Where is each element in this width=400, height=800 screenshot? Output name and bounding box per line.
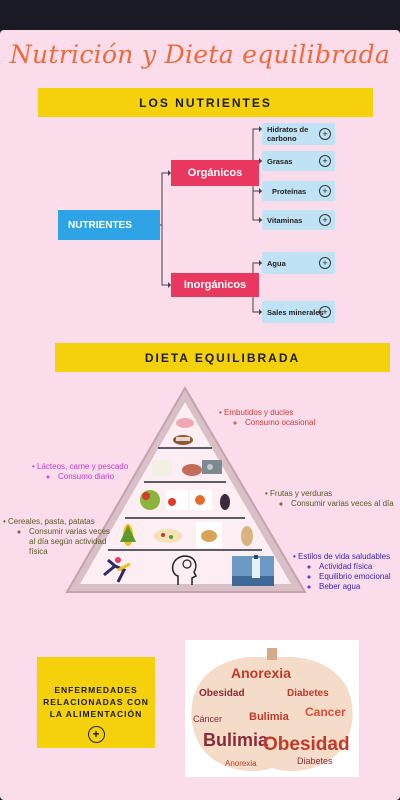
- lifestyle-icons: [103, 555, 274, 586]
- cloud-word-9: Diabetes: [297, 756, 333, 766]
- cloud-word-5: Bulimia: [203, 730, 269, 750]
- cloud-word-10: Anorexia: [225, 759, 257, 768]
- leaf-water[interactable]: Agua +: [262, 252, 335, 274]
- note-lifestyle-sub-2: Equilibrio emocional: [319, 572, 398, 582]
- infographic-canvas: Nutrición y Dieta equilibrada LOS NUTRIE…: [0, 30, 400, 800]
- cloud-word-8: Bulimia: [249, 711, 290, 723]
- diseases-box[interactable]: ENFERMEDADES RELACIONADAS CON LA ALIMENT…: [37, 657, 155, 748]
- note-lifestyle-sub-1: Actividad física: [319, 562, 398, 572]
- nutrients-header: LOS NUTRIENTES: [38, 88, 373, 117]
- leaf-minerals[interactable]: Sales minerales +: [262, 301, 335, 323]
- diseases-line-1: ENFERMEDADES: [54, 685, 138, 695]
- note-dairy-sub: Consumo diario: [58, 472, 152, 482]
- cloud-word-6: Obesidad: [263, 734, 350, 755]
- cloud-word-1: Anorexia: [231, 665, 291, 681]
- note-cereals-head: Cereales, pasta, patatas: [3, 517, 111, 527]
- leaf-minerals-label: Sales minerales: [267, 307, 324, 317]
- expand-carbohydrates-icon[interactable]: +: [319, 128, 331, 140]
- leaf-fats-label: Grasas: [267, 156, 293, 166]
- running-icon: [103, 557, 131, 583]
- note-cereals: Cereales, pasta, patatas Consumir varias…: [3, 517, 111, 557]
- cloud-word-7: Cáncer: [193, 714, 222, 724]
- diseases-line-3: LA ALIMENTACIÓN: [49, 709, 143, 719]
- note-top-sub: Consumo ocasional: [245, 418, 339, 428]
- food-pyramid: [65, 386, 307, 593]
- organic-node[interactable]: Orgánicos: [171, 160, 259, 186]
- nutrients-root-label: NUTRIENTES: [68, 219, 132, 231]
- leaf-proteins[interactable]: Proteínas +: [262, 181, 335, 201]
- note-dairy-head: Lácteos, carne y pescado: [32, 462, 152, 472]
- mind-icon: [171, 555, 198, 585]
- note-lifestyle: Estilos de vida saludables Actividad fís…: [293, 552, 398, 592]
- fruits-vegetables-icon: [140, 490, 230, 510]
- leaf-water-label: Agua: [267, 258, 286, 268]
- diet-header: DIETA EQUILIBRADA: [55, 343, 390, 372]
- note-top-head: Embutidos y ducles: [219, 408, 339, 418]
- cloud-word-3: Diabetes: [287, 688, 329, 699]
- note-lifestyle-head: Estilos de vida saludables: [293, 552, 398, 562]
- organic-label: Orgánicos: [187, 167, 243, 179]
- leaf-vitamins-label: Vitaminas: [267, 215, 303, 225]
- leaf-fats[interactable]: Grasas +: [262, 151, 335, 171]
- leaf-proteins-label: Proteínas: [272, 186, 307, 196]
- expand-fats-icon[interactable]: +: [319, 155, 331, 167]
- sausage-icon: [173, 418, 194, 445]
- note-cereals-sub: Consumir varias veces al día según activ…: [29, 527, 111, 557]
- nutrients-root[interactable]: NUTRIENTES: [58, 210, 160, 240]
- page-title: Nutrición y Dieta equilibrada: [9, 40, 391, 69]
- cereals-pasta-potato-icon: [120, 522, 253, 548]
- note-top: Embutidos y ducles Consumo ocasional: [219, 408, 339, 428]
- inorganic-label: Inorgánicos: [183, 279, 247, 291]
- expand-vitamins-icon[interactable]: +: [319, 214, 331, 226]
- note-fruits-sub: Consumir varias veces al día: [291, 499, 395, 509]
- cloud-word-4: Cancer: [305, 705, 346, 719]
- leaf-carbohydrates-label: Hidratos de carbono: [267, 125, 309, 143]
- expand-proteins-icon[interactable]: +: [319, 185, 331, 197]
- note-lifestyle-sub-3: Beber agua: [319, 582, 398, 592]
- pumpkin-shape: [191, 656, 353, 772]
- note-fruits: Frutas y verduras Consumir varias veces …: [265, 489, 395, 509]
- leaf-vitamins[interactable]: Vitaminas +: [262, 210, 335, 230]
- pumpkin-stem: [267, 648, 277, 660]
- disease-word-cloud: Anorexia Obesidad Diabetes Cancer Bulimi…: [185, 640, 359, 777]
- note-dairy: Lácteos, carne y pescado Consumo diario: [32, 462, 152, 482]
- dairy-meat-fish-icon: [152, 460, 222, 476]
- diseases-line-2: RELACIONADAS CON: [43, 697, 149, 707]
- expand-diseases-icon[interactable]: +: [87, 726, 105, 743]
- pumpkin-word-cloud-svg: Anorexia Obesidad Diabetes Cancer Bulimi…: [191, 648, 353, 772]
- note-fruits-head: Frutas y verduras: [265, 489, 395, 499]
- water-bottle-icon: [232, 555, 274, 586]
- cloud-word-2: Obesidad: [199, 688, 245, 699]
- expand-water-icon[interactable]: +: [319, 257, 331, 269]
- inorganic-node[interactable]: Inorgánicos: [171, 273, 259, 297]
- expand-minerals-icon[interactable]: +: [319, 306, 331, 318]
- leaf-carbohydrates[interactable]: Hidratos de carbono +: [262, 123, 335, 145]
